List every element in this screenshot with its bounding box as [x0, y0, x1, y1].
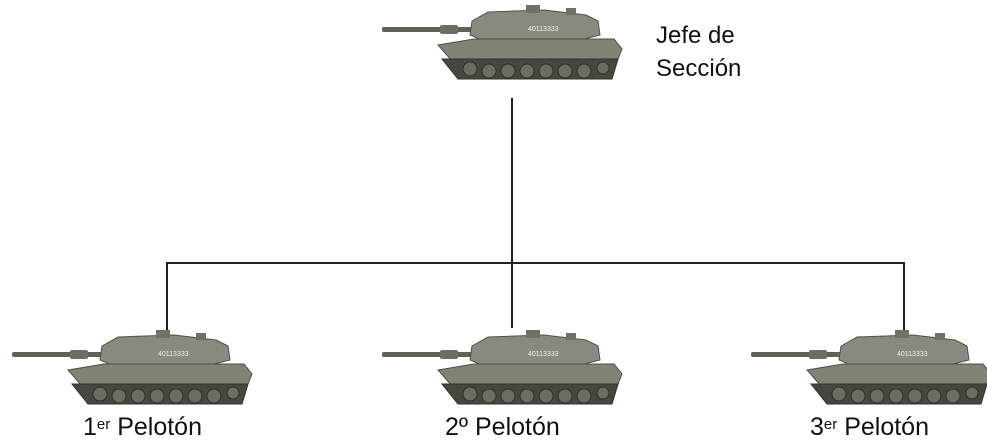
platoon-3-tank-icon: 40113333: [745, 330, 987, 412]
chief-label-line1: Jefe de: [656, 22, 735, 49]
platoon-3-connector: [903, 262, 905, 332]
platoon-2-label: 2º Pelotón: [445, 412, 560, 442]
chief-label: Jefe de Sección: [656, 19, 806, 85]
platoon-3-suffix: er: [823, 416, 838, 433]
chief-tank-icon: 40113333: [376, 5, 626, 87]
platoon-2-number: 2: [445, 413, 459, 441]
platoon-1-number: 1: [83, 413, 97, 441]
platoon-1-tank-icon: 40113333: [6, 330, 256, 412]
chief-hull-number: 40113333: [528, 26, 559, 33]
platoon-1-word: Pelotón: [117, 413, 202, 441]
platoon-2-hull-number: 40113333: [528, 351, 559, 358]
platoon-1-suffix: er: [96, 416, 111, 433]
platoon-3-hull-number: 40113333: [897, 351, 928, 358]
platoon-2-tank-icon: 40113333: [376, 330, 626, 412]
platoon-3-word: Pelotón: [844, 413, 929, 441]
platoon-2-word: Pelotón: [475, 413, 560, 441]
chief-connector-vertical: [511, 98, 513, 328]
branch-horizontal-line: [166, 262, 904, 264]
platoon-1-label: 1er Pelotón: [83, 412, 202, 442]
platoon-3-number: 3: [810, 413, 824, 441]
platoon-2-suffix: º: [458, 413, 469, 441]
chief-label-line2: Sección: [656, 55, 742, 82]
platoon-1-hull-number: 40113333: [158, 351, 189, 358]
platoon-1-connector: [166, 262, 168, 332]
platoon-3-label: 3er Pelotón: [810, 412, 929, 442]
